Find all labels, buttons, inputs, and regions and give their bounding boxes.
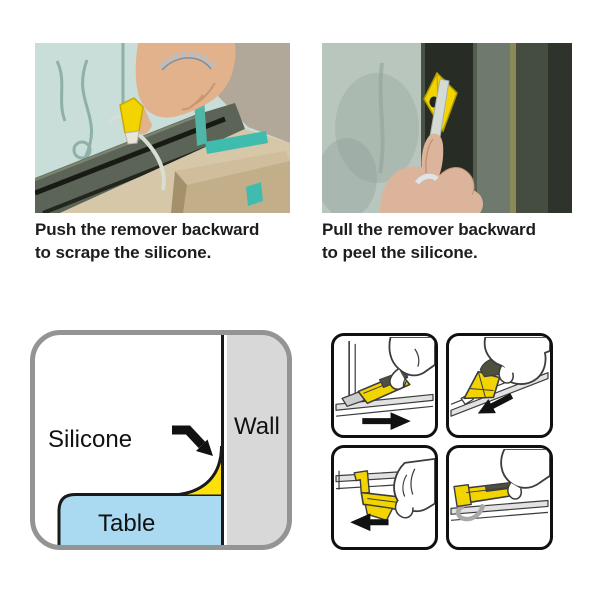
bent-arrow-icon (172, 425, 213, 456)
caption-push-line2: to scrape the silicone. (35, 243, 212, 262)
panel-pull-along-track (331, 445, 438, 550)
horizontal-rail (450, 499, 549, 515)
table-area (59, 494, 223, 546)
finger (394, 500, 414, 519)
frame-groove (35, 116, 226, 196)
finger-creases (402, 348, 420, 387)
photo-pull-remover (322, 43, 572, 213)
sill-rail-line (335, 405, 434, 417)
bead-bracelet (159, 51, 216, 70)
olive-trim-line (510, 43, 516, 213)
table-outline (57, 493, 222, 546)
yellow-remover-tool (119, 97, 144, 134)
photo-push-remover (35, 43, 290, 213)
panel-push-along-corner (331, 333, 438, 438)
glass-shadow-1 (335, 73, 419, 183)
frame-line (473, 43, 477, 213)
wall-label: Wall (234, 413, 280, 440)
masking-tape-horizontal (205, 131, 268, 154)
silicone-curve-outline (178, 445, 223, 496)
panel-1-art (335, 337, 435, 431)
sill-board-edge (171, 171, 187, 213)
panel-scrape-under-rail (446, 445, 553, 550)
curled-fingers (439, 167, 475, 196)
finger-creases (181, 82, 216, 111)
silicone-curl (455, 503, 486, 522)
finger-creases (402, 468, 416, 497)
panel-4-art (450, 449, 550, 522)
iron-grill-pattern (55, 43, 125, 160)
caption-push-line1: Push the remover backward (35, 220, 260, 239)
thumb (507, 482, 522, 500)
tool-facet (466, 487, 508, 494)
hand-outline (500, 449, 550, 489)
panel-peel-silicone (446, 333, 553, 438)
tool-facets (469, 371, 494, 398)
hand (380, 166, 483, 213)
caption-pull-line1: Pull the remover backward (322, 220, 536, 239)
arrow-left-icon (350, 513, 389, 532)
panel-2-art (450, 337, 550, 417)
sill-board-top (175, 151, 290, 185)
branch-reflection (378, 62, 385, 174)
frame-edge-highlight (421, 43, 426, 213)
diagram-border (30, 330, 292, 550)
table-label: Table (98, 510, 155, 537)
caption-pull-line2: to peel the silicone. (322, 243, 478, 262)
frame-band (477, 43, 510, 213)
frame-highlight (35, 115, 196, 182)
glass-shadow-2 (322, 138, 377, 213)
caption-pull: Pull the remover backward to peel the sil… (322, 218, 536, 264)
tool-hook (353, 470, 371, 495)
ring (414, 173, 439, 185)
tool-front-block (453, 483, 472, 508)
bracelet-shadow (161, 57, 212, 71)
silicone-strand (133, 129, 166, 191)
silicone-label: Silicone (48, 426, 132, 453)
outer-frame-band (516, 43, 548, 213)
finger-crease (425, 138, 434, 174)
arrow-right-icon (362, 412, 411, 431)
silicone-bead (179, 446, 223, 495)
sill-rail (335, 393, 434, 411)
arrow-down-left-icon (477, 393, 514, 414)
caption-push: Push the remover backward to scrape the s… (35, 218, 259, 264)
tool-blade-tip (124, 130, 140, 145)
dark-wall-edge (548, 43, 572, 213)
panel-3-art (335, 458, 435, 532)
index-finger (421, 133, 444, 179)
masking-tape-piece (246, 182, 263, 206)
silicone-corner-diagram: Silicone Wall Table (30, 330, 292, 550)
hand-outline (388, 337, 435, 377)
wall-area (227, 333, 289, 547)
thumb (498, 365, 514, 384)
